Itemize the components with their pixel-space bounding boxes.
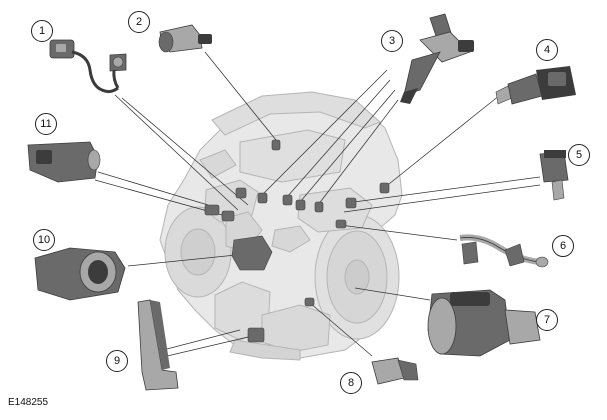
component-5-sensor (539, 150, 569, 201)
component-6-pipe-sensor (459, 234, 549, 268)
component-2-pressure-sensor (158, 24, 212, 53)
component-7-starter-motor (427, 289, 541, 357)
callout-7: 7 (536, 309, 558, 331)
callout-3: 3 (381, 30, 403, 52)
component-10-throttle-body (34, 247, 126, 301)
component-8-sensor (371, 357, 419, 385)
callout-2: 2 (128, 11, 150, 33)
callout-10: 10 (33, 229, 55, 251)
leader-lines (94, 51, 541, 358)
component-11-map-sensor (27, 141, 101, 183)
component-4-temperature-sensor (495, 66, 576, 105)
component-3-fuel-injector (400, 13, 474, 104)
engine-mounted-components (204, 139, 390, 343)
callout-5: 5 (568, 144, 590, 166)
callout-6: 6 (552, 235, 574, 257)
callout-9: 9 (106, 350, 128, 372)
component-1-knock-sensor (49, 39, 127, 94)
callout-1: 1 (31, 20, 53, 42)
figure-id: E148255 (8, 397, 49, 408)
callout-11: 11 (35, 113, 57, 135)
callout-4: 4 (536, 39, 558, 61)
component-9-bracket (137, 299, 179, 391)
engine-block (159, 91, 403, 361)
callout-8: 8 (340, 372, 362, 394)
